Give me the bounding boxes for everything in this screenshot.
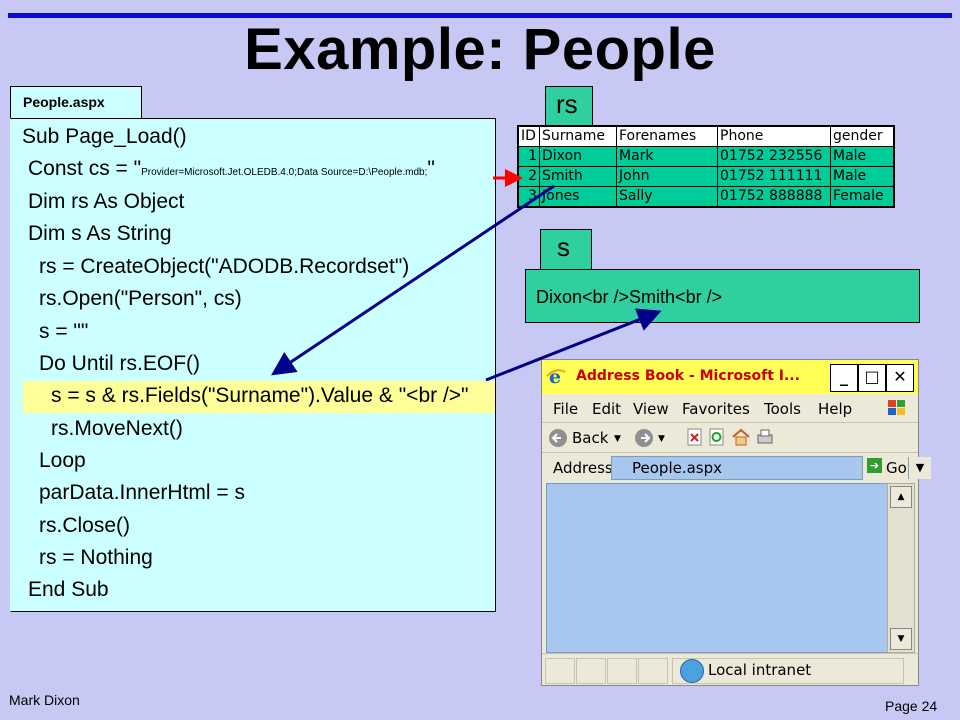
- maximize-button[interactable]: □: [858, 364, 886, 392]
- table-cell: Sally: [616, 186, 718, 208]
- table-header-row: ID Surname Forenames Phone gender: [517, 125, 895, 147]
- connection-string: Provider=Microsoft.Jet.OLEDB.4.0;Data So…: [141, 167, 428, 178]
- menu-view[interactable]: View: [633, 400, 669, 418]
- code-line: rs = CreateObject("ADODB.Recordset"): [39, 255, 410, 278]
- status-cell: [545, 658, 575, 684]
- menu-favorites[interactable]: Favorites: [682, 400, 750, 418]
- header-cell: Surname: [539, 125, 617, 147]
- code-line: rs.Close(): [39, 514, 131, 537]
- code-line: parData.InnerHtml = s: [39, 481, 246, 504]
- code-file-tab: People.aspx: [10, 86, 142, 119]
- header-cell: ID: [517, 125, 540, 147]
- refresh-icon[interactable]: [708, 428, 726, 446]
- table-cell: Male: [830, 166, 895, 187]
- menu-help[interactable]: Help: [818, 400, 853, 418]
- scroll-up-icon[interactable]: ▲: [890, 486, 912, 508]
- forward-arrow-icon[interactable]: [634, 428, 654, 448]
- header-cell: Forenames: [616, 125, 718, 147]
- page-content-area[interactable]: [546, 483, 888, 653]
- table-cell: 01752 888888: [717, 186, 831, 208]
- code-line: rs = Nothing: [39, 546, 153, 569]
- table-cell: Female: [830, 186, 895, 208]
- concat-to-s-arrow: [485, 308, 662, 382]
- recordset-table: ID Surname Forenames Phone gender 1 Dixo…: [517, 125, 895, 208]
- code-panel: Sub Page_Load() Const cs = "Provider=Mic…: [10, 118, 496, 612]
- code-line: rs.MoveNext(): [51, 417, 183, 440]
- status-cell: [576, 658, 606, 684]
- table-cell: Mark: [616, 146, 718, 167]
- rs-tab: rs: [545, 86, 593, 126]
- footer-page-number: Page 24: [885, 698, 938, 714]
- table-row: 1 Dixon Mark 01752 232556 Male: [517, 146, 895, 167]
- footer-author: Mark Dixon: [9, 692, 80, 708]
- close-button[interactable]: ✕: [886, 364, 914, 392]
- header-cell: gender: [830, 125, 895, 147]
- print-icon[interactable]: [755, 428, 775, 446]
- minimize-button[interactable]: _: [830, 364, 858, 392]
- back-button[interactable]: Back: [572, 429, 609, 447]
- browser-toolbar: Back ▼ ▼: [542, 422, 918, 453]
- status-bar: Local intranet: [542, 653, 918, 686]
- go-arrow-icon[interactable]: ➔: [867, 458, 882, 473]
- code-line: End Sub: [28, 578, 109, 601]
- menu-edit[interactable]: Edit: [592, 400, 622, 418]
- address-dropdown-icon[interactable]: ▼: [908, 457, 931, 479]
- s-tab: s: [540, 229, 592, 270]
- back-arrow-icon[interactable]: [548, 428, 568, 448]
- table-row: 2 Smith John 01752 111111 Male: [517, 166, 895, 187]
- status-zone-text: Local intranet: [708, 661, 812, 679]
- code-line: Sub Page_Load(): [22, 125, 187, 148]
- menu-file[interactable]: File: [553, 400, 579, 418]
- intranet-globe-icon: [680, 659, 704, 683]
- table-row: 3 Jones Sally 01752 888888 Female: [517, 186, 895, 208]
- menu-tools[interactable]: Tools: [764, 400, 801, 418]
- table-cell: Male: [830, 146, 895, 167]
- status-cell: [607, 658, 637, 684]
- stop-icon[interactable]: [686, 428, 704, 446]
- status-cell: [638, 658, 668, 684]
- code-highlight: [23, 381, 495, 413]
- top-rule: [8, 13, 952, 18]
- code-line: Dim rs As Object: [28, 190, 185, 213]
- code-line: Loop: [39, 449, 86, 472]
- table-cell: John: [616, 166, 718, 187]
- address-label: Address: [553, 459, 613, 477]
- header-cell: Phone: [717, 125, 831, 147]
- table-cell: 01752 111111: [717, 166, 831, 187]
- table-cell: 01752 232556: [717, 146, 831, 167]
- ie-icon: e: [546, 366, 566, 386]
- s-value: Dixon<br />Smith<br />: [536, 287, 723, 307]
- back-dropdown-icon[interactable]: ▼: [614, 434, 621, 444]
- home-icon[interactable]: [731, 427, 751, 447]
- rs-tab-label: rs: [556, 89, 578, 119]
- vertical-scrollbar[interactable]: ▲ ▼: [887, 483, 915, 653]
- browser-window: e Address Book - Microsoft I... _ □ ✕ Fi…: [541, 359, 931, 686]
- go-button[interactable]: Go: [886, 459, 907, 477]
- code-line: Dim s As String: [28, 222, 172, 245]
- code-line: rs.Open("Person", cs): [39, 287, 242, 310]
- surname-field-arrow: [271, 184, 555, 376]
- address-bar: Address People.aspx ▼ ➔ Go: [542, 452, 931, 483]
- address-value: People.aspx: [632, 459, 723, 477]
- windows-flag-icon: [888, 400, 905, 415]
- code-line: s = "": [39, 320, 89, 343]
- s-tab-label: s: [557, 232, 570, 262]
- s-value-panel: Dixon<br />Smith<br />: [525, 269, 920, 323]
- status-zone-cell: [672, 658, 904, 684]
- browser-titlebar[interactable]: e Address Book - Microsoft I... _ □ ✕: [542, 360, 918, 394]
- slide-title: Example: People: [244, 17, 716, 82]
- menu-bar: File Edit View Favorites Tools Help: [542, 394, 918, 422]
- code-line-highlighted: s = s & rs.Fields("Surname").Value & "<b…: [51, 384, 469, 407]
- scroll-down-icon[interactable]: ▼: [890, 628, 912, 650]
- forward-dropdown-icon[interactable]: ▼: [658, 434, 665, 444]
- code-file-tab-label: People.aspx: [23, 94, 105, 110]
- code-line: Do Until rs.EOF(): [39, 352, 201, 375]
- address-input[interactable]: People.aspx ▼: [611, 456, 931, 480]
- browser-title: Address Book - Microsoft I...: [576, 368, 800, 384]
- code-line: Const cs = "Provider=Microsoft.Jet.OLEDB…: [28, 157, 435, 180]
